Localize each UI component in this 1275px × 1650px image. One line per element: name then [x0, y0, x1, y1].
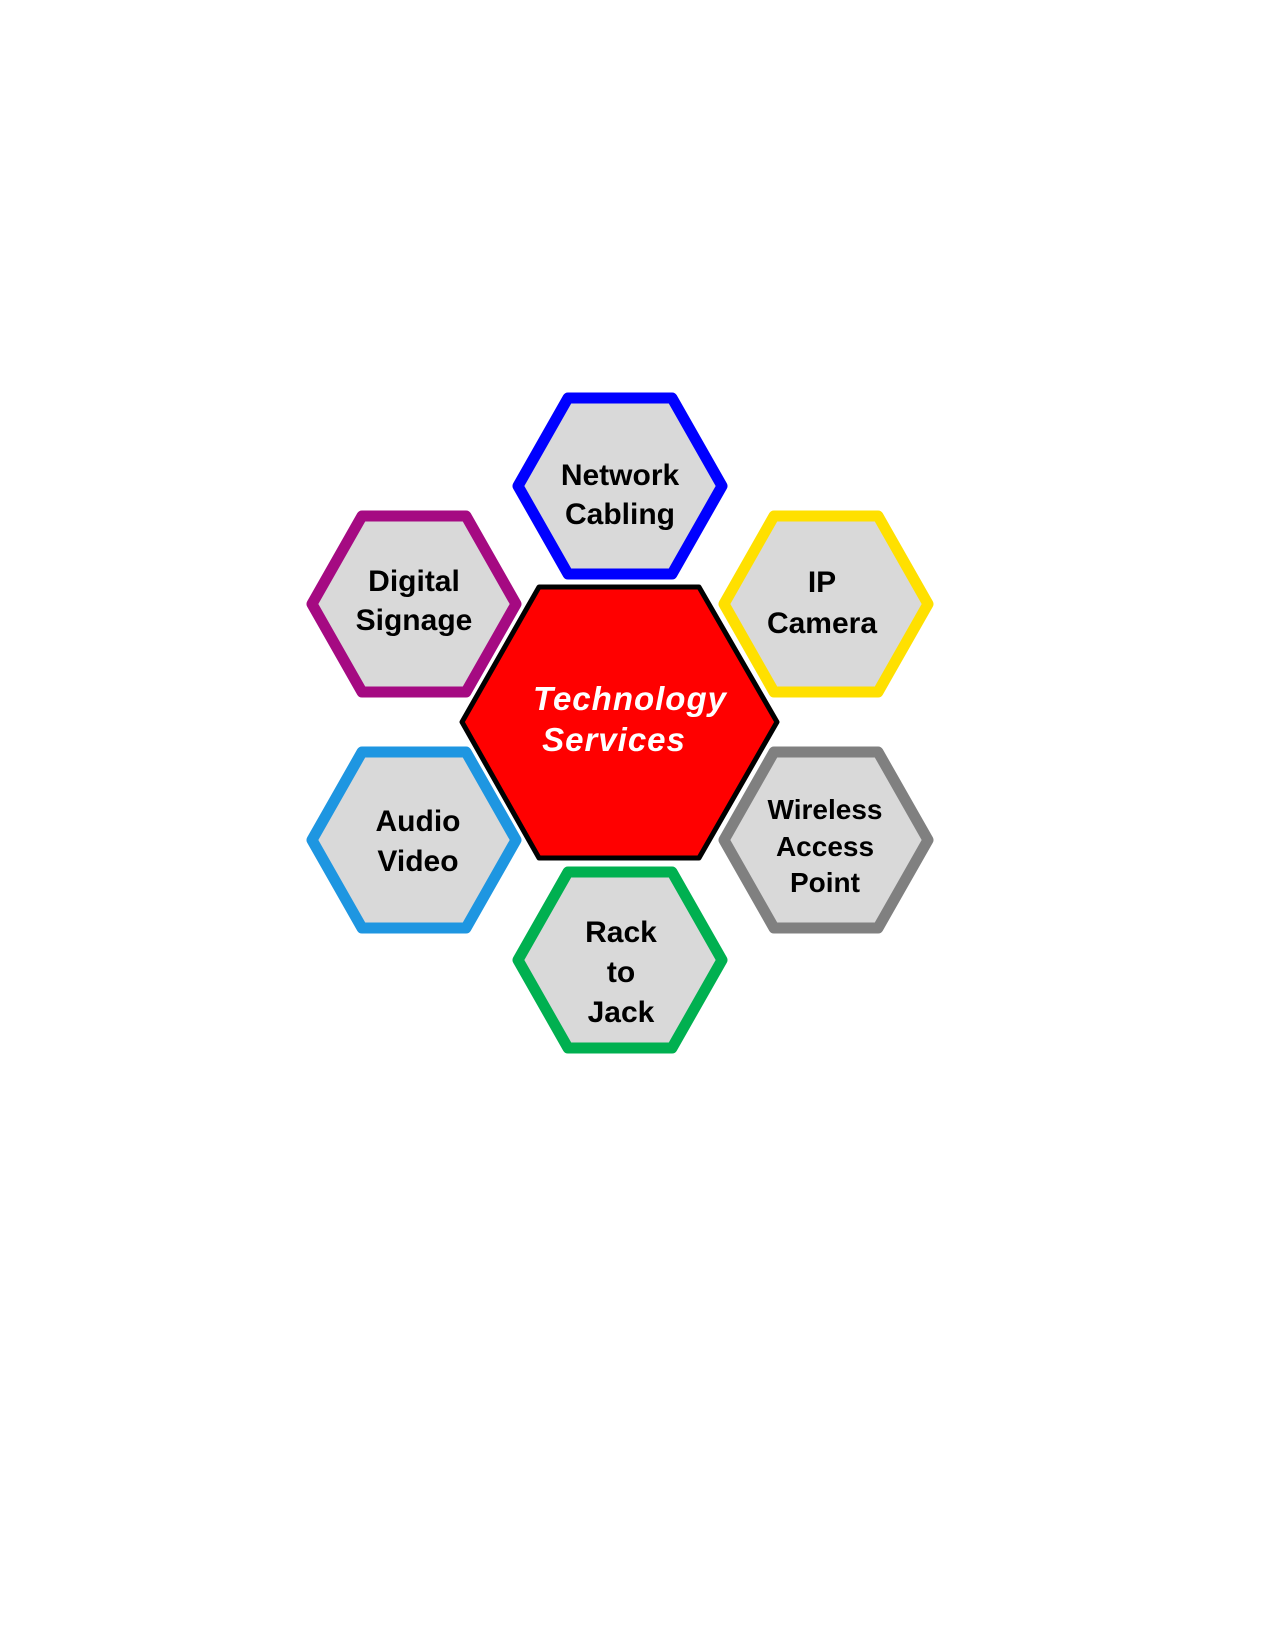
hex-network-cabling: Network Cabling — [512, 392, 728, 580]
hex-shape — [306, 746, 522, 934]
hex-label-line: Signage — [356, 604, 473, 637]
hex-shape — [512, 866, 728, 1054]
hex-label-line: to — [607, 956, 635, 989]
hex-label-line: Camera — [767, 607, 877, 640]
hex-label-line: Point — [790, 867, 860, 898]
hex-shape — [512, 392, 728, 580]
hex-label-line: Access — [776, 831, 874, 862]
hex-label-line: Network — [561, 459, 680, 492]
hex-label-line: Jack — [588, 996, 655, 1029]
hex-wireless-access-point: Wireless Access Point — [718, 746, 934, 934]
hex-digital-signage: Digital Signage — [306, 510, 522, 698]
hex-label-line: IP — [808, 566, 836, 599]
hex-shape — [718, 510, 934, 698]
hex-label-line: Rack — [585, 916, 657, 949]
center-label-line: Technology — [533, 680, 728, 717]
hex-ip-camera: IP Camera — [718, 510, 934, 698]
hex-audio-video: Audio Video — [306, 746, 522, 934]
center-label-line: Services — [542, 721, 686, 758]
center-hex-shape — [459, 584, 780, 861]
hex-technology-services-center: Technology Services — [459, 584, 780, 861]
hex-label-line: Audio — [376, 805, 461, 838]
hex-label-line: Wireless — [768, 794, 883, 825]
hex-rack-to-jack: Rack to Jack — [512, 866, 728, 1054]
hex-label-line: Video — [377, 845, 458, 878]
hex-label-line: Digital — [368, 565, 460, 598]
hex-shape — [718, 746, 934, 934]
hex-shape — [306, 510, 522, 698]
hex-label-line: Cabling — [565, 498, 675, 531]
